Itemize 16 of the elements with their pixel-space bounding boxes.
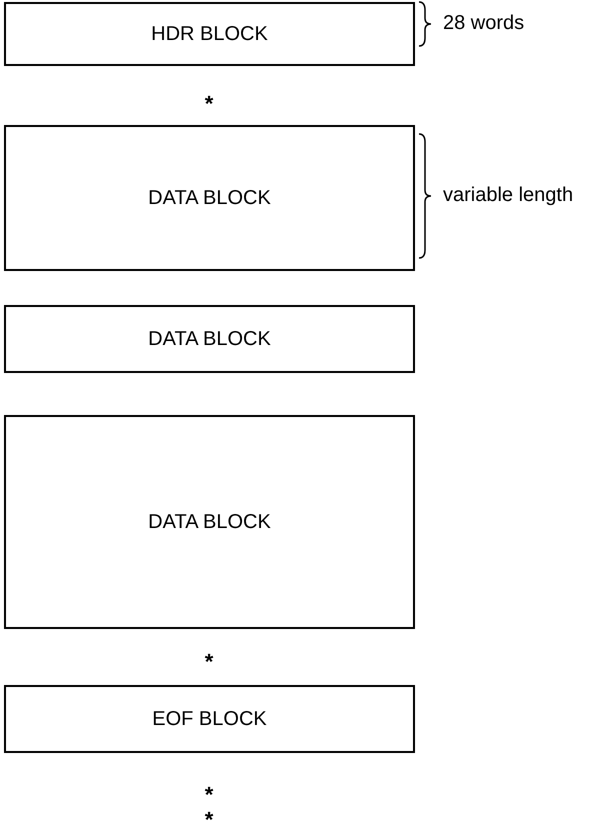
block-box [4,125,415,271]
block-label: DATA BLOCK [148,510,271,534]
size-note: 28 words [443,12,524,35]
block-box [4,685,415,753]
block-box [4,305,415,373]
block-box [4,2,415,66]
asterisk-mark: * [204,810,214,825]
block-label: DATA BLOCK [148,328,271,350]
block-label: HDR BLOCK [151,22,268,46]
block-label: EOF BLOCK [152,708,267,730]
asterisk-mark: * [204,94,214,114]
asterisk-mark: * [204,652,214,672]
block-box [4,415,415,629]
block-label: DATA BLOCK [148,186,271,210]
asterisk-mark: * [204,785,214,805]
size-note: variable length [443,184,574,207]
